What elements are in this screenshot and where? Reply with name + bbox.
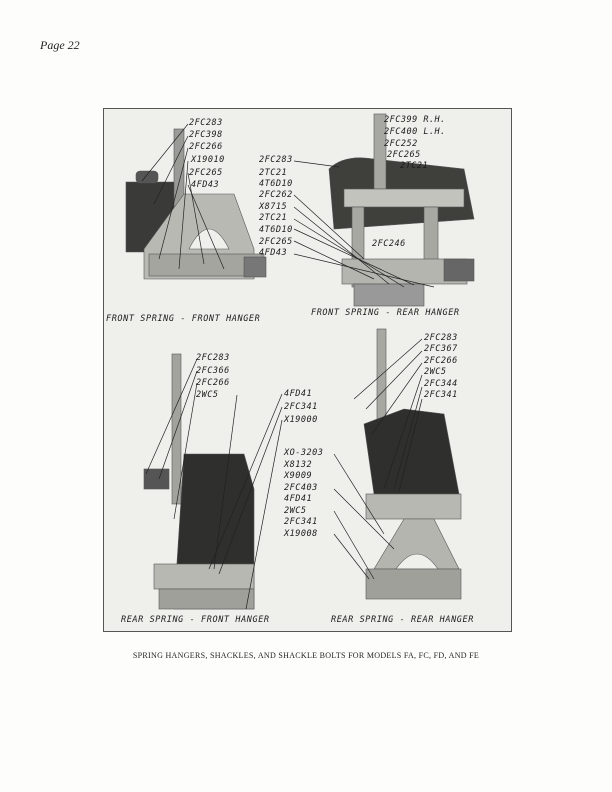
part-number-label: X8715 [259, 202, 288, 212]
part-number-label: 2WC5 [424, 367, 447, 377]
part-number-label: 2FC341 [284, 402, 318, 412]
page-number: Page 22 [40, 38, 80, 52]
part-number-label: 2FC341 [284, 517, 318, 527]
part-number-label: 2FC246 [372, 239, 406, 249]
part-number-label: 4FD43 [191, 180, 220, 190]
part-number-label: 2FC344 [424, 379, 458, 389]
part-number-label: 2FC262 [259, 190, 293, 200]
part-number-label: 4T6D10 [259, 179, 293, 189]
part-number-label: 2FC266 [424, 356, 458, 366]
part-number-label: 2FC366 [196, 366, 230, 376]
part-number-label: 2FC400 L.H. [384, 127, 446, 137]
part-number-label: 2FC367 [424, 344, 458, 354]
panel-title: REAR SPRING - REAR HANGER [331, 615, 474, 625]
part-number-label: XO-3203 [284, 448, 324, 458]
part-number-label: 2FC399 R.H. [384, 115, 446, 125]
part-number-label: X19010 [191, 155, 225, 165]
hanger-illustrations [125, 113, 475, 610]
parts-photo-plate: FRONT SPRING - FRONT HANGER 2FC283 2FC398 2… [103, 108, 512, 632]
part-number-label: 2FC283 [424, 333, 458, 343]
part-number-label: 2FC266 [196, 378, 230, 388]
part-number-label: 2WC5 [284, 506, 307, 516]
rear-rear-hanger-drawing [363, 328, 462, 600]
part-number-label: X19000 [284, 415, 318, 425]
leader-lines [141, 123, 435, 610]
part-number-label: 2FC265 [259, 237, 293, 247]
part-number-label: 2FC403 [284, 483, 318, 493]
part-number-label: 2TC21 [259, 168, 288, 178]
part-number-label: X19008 [284, 529, 318, 539]
part-number-label: 4T6D10 [259, 225, 293, 235]
part-number-label: 2FC283 [196, 353, 230, 363]
part-number-label: X8132 [284, 460, 313, 470]
part-number-label: 2FC283 [259, 155, 293, 165]
part-number-label: X9009 [284, 471, 313, 481]
figure-caption: SPRING HANGERS, SHACKLES, AND SHACKLE BO… [132, 651, 480, 660]
part-number-label: 2FC252 [384, 139, 418, 149]
part-number-label: 4FD41 [284, 389, 313, 399]
front-rear-hanger-drawing [328, 113, 475, 307]
panel-title: REAR SPRING - FRONT HANGER [121, 615, 270, 625]
part-number-label: 2TC21 [259, 213, 288, 223]
part-number-label: 2TC21 [400, 161, 429, 171]
part-number-label: 2FC398 [189, 130, 223, 140]
part-number-label: 4FD43 [259, 248, 288, 258]
part-number-label: 2FC283 [189, 118, 223, 128]
part-number-label: 2FC266 [189, 142, 223, 152]
part-number-label: 2WC5 [196, 390, 219, 400]
panel-title: FRONT SPRING - FRONT HANGER [106, 314, 261, 324]
part-number-label: 2FC265 [387, 150, 421, 160]
part-number-label: 2FC341 [424, 390, 458, 400]
part-number-label: 2FC265 [189, 168, 223, 178]
panel-title: FRONT SPRING - REAR HANGER [311, 308, 460, 318]
part-number-label: 4FD41 [284, 494, 313, 504]
